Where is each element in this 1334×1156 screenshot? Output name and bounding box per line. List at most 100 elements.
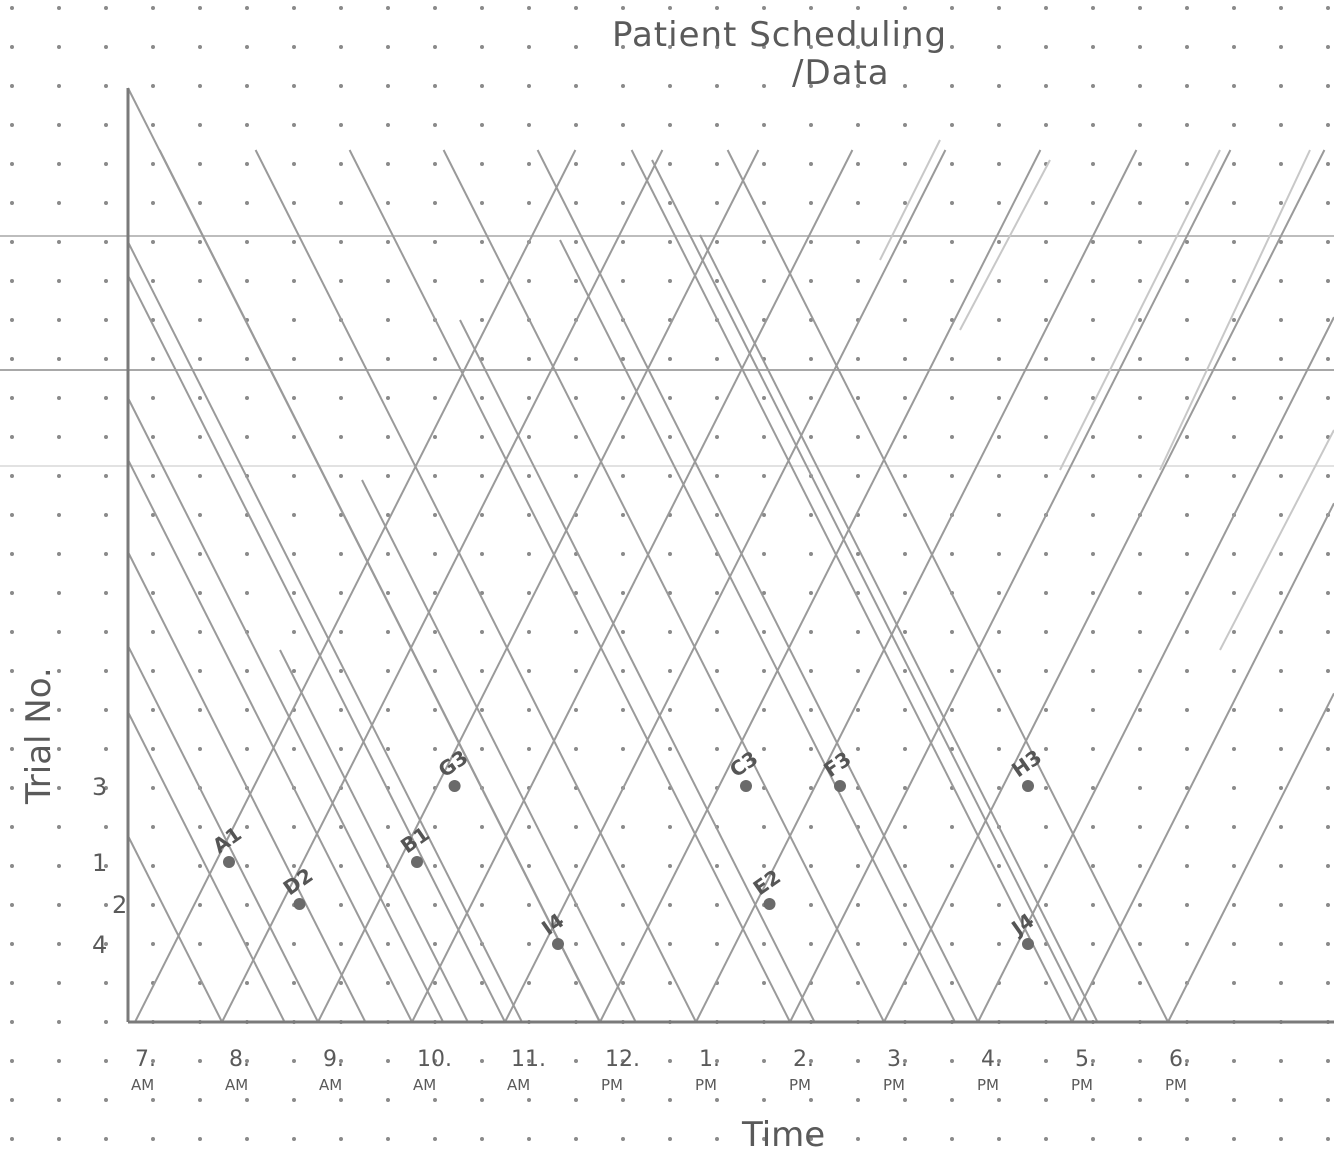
- grid-dot: [1232, 591, 1236, 595]
- grid-dot: [104, 357, 108, 361]
- grid-dot: [997, 591, 1001, 595]
- grid-dot: [527, 1137, 531, 1141]
- grid-dot: [715, 630, 719, 634]
- grid-dot: [1326, 162, 1330, 166]
- grid-dot: [292, 1059, 296, 1063]
- grid-dot: [151, 474, 155, 478]
- grid-dot: [621, 162, 625, 166]
- grid-dot: [950, 162, 954, 166]
- grid-dot: [57, 552, 61, 556]
- x-tick-ampm: AM: [319, 1076, 342, 1094]
- grid-dot: [1232, 825, 1236, 829]
- grid-dot: [10, 669, 14, 673]
- grid-dot: [903, 84, 907, 88]
- grid-dot: [57, 708, 61, 712]
- grid-dot: [1185, 6, 1189, 10]
- grid-dot: [245, 162, 249, 166]
- grid-dot: [621, 123, 625, 127]
- grid-dot: [292, 45, 296, 49]
- grid-dot: [997, 84, 1001, 88]
- grid-dot: [10, 6, 14, 10]
- grid-dot: [433, 747, 437, 751]
- data-point: [411, 856, 423, 868]
- grid-dot: [1232, 318, 1236, 322]
- grid-dot: [527, 1098, 531, 1102]
- chart-title: Patient Scheduling: [612, 15, 947, 55]
- grid-dot: [292, 201, 296, 205]
- grid-dot: [997, 357, 1001, 361]
- grid-dot: [715, 240, 719, 244]
- grid-dot: [715, 942, 719, 946]
- grid-dot: [198, 357, 202, 361]
- grid-dot: [997, 942, 1001, 946]
- grid-dot: [668, 1137, 672, 1141]
- grid-dot: [997, 45, 1001, 49]
- grid-dot: [762, 669, 766, 673]
- grid-dot: [386, 1098, 390, 1102]
- grid-dot: [621, 513, 625, 517]
- grid-dot: [1326, 84, 1330, 88]
- data-point-label: A1: [208, 822, 246, 859]
- grid-dot: [950, 201, 954, 205]
- grid-dot: [903, 708, 907, 712]
- grid-dot: [1091, 162, 1095, 166]
- grid-dot: [151, 435, 155, 439]
- grid-dot: [386, 1137, 390, 1141]
- grid-dot: [1279, 357, 1283, 361]
- grid-dot: [1326, 240, 1330, 244]
- grid-dot: [10, 747, 14, 751]
- grid-dot: [151, 201, 155, 205]
- grid-dot: [950, 825, 954, 829]
- grid-dot: [856, 201, 860, 205]
- grid-dot: [715, 864, 719, 868]
- x-tick-label: 7.: [135, 1047, 156, 1072]
- grid-dot: [715, 162, 719, 166]
- page-rules: [0, 235, 1334, 467]
- lattice-line: [317, 149, 760, 1023]
- grid-dot: [903, 318, 907, 322]
- grid-dot: [10, 201, 14, 205]
- grid-dot: [950, 942, 954, 946]
- grid-dot: [762, 396, 766, 400]
- grid-dot: [1138, 864, 1142, 868]
- grid-dot: [762, 45, 766, 49]
- lattice-line: [699, 234, 1099, 1023]
- grid-dot: [245, 201, 249, 205]
- lattice-line: [459, 319, 816, 1023]
- grid-dot: [574, 981, 578, 985]
- grid-dot: [1091, 942, 1095, 946]
- grid-dot: [668, 708, 672, 712]
- grid-dot: [1044, 123, 1048, 127]
- grid-dot: [997, 474, 1001, 478]
- grid-dot: [292, 474, 296, 478]
- grid-dot: [104, 201, 108, 205]
- grid-dot: [1091, 903, 1095, 907]
- grid-dot: [1326, 6, 1330, 10]
- grid-dot: [527, 1059, 531, 1063]
- grid-dot: [856, 552, 860, 556]
- grid-dot: [621, 903, 625, 907]
- grid-dot: [950, 1098, 954, 1102]
- grid-dot: [1185, 240, 1189, 244]
- lattice-line: [279, 649, 469, 1023]
- grid-dot: [762, 435, 766, 439]
- grid-dot: [245, 396, 249, 400]
- grid-dot: [762, 591, 766, 595]
- grid-dot: [668, 981, 672, 985]
- grid-dot: [57, 786, 61, 790]
- grid-dot: [1044, 981, 1048, 985]
- grid-dot: [104, 981, 108, 985]
- grid-dot: [668, 903, 672, 907]
- grid-dot: [245, 591, 249, 595]
- grid-dot: [621, 435, 625, 439]
- grid-dot: [104, 942, 108, 946]
- grid-dot: [480, 1059, 484, 1063]
- grid-dot: [386, 747, 390, 751]
- grid-dot: [1279, 396, 1283, 400]
- grid-dot: [903, 279, 907, 283]
- grid-dot: [10, 981, 14, 985]
- grid-dot: [1279, 45, 1283, 49]
- grid-dot: [433, 201, 437, 205]
- grid-dot: [1232, 786, 1236, 790]
- grid-dot: [574, 240, 578, 244]
